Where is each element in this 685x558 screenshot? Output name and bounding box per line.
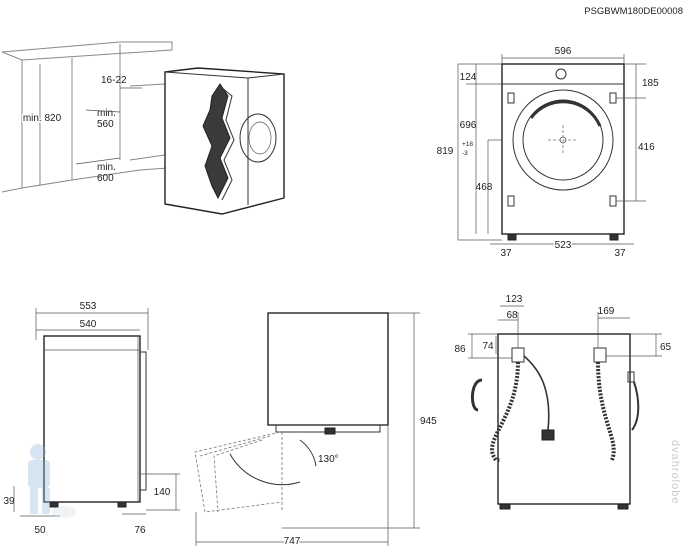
label-169: 169 bbox=[598, 306, 615, 317]
label-76: 76 bbox=[134, 525, 146, 536]
power-cable bbox=[631, 381, 640, 431]
back-view: 123 68 169 86 74 65 bbox=[454, 294, 672, 510]
drum-door-outer bbox=[239, 113, 277, 163]
bracket-bottom-left bbox=[507, 195, 515, 207]
label-foot-right-37: 37 bbox=[614, 248, 626, 259]
label-65: 65 bbox=[660, 342, 672, 353]
label-total-819: 819 bbox=[437, 146, 454, 157]
label-553: 553 bbox=[80, 301, 97, 312]
side-view: 553 540 140 76 39 50 bbox=[3, 301, 180, 536]
label-min-820: min. 820 bbox=[23, 113, 62, 124]
label-min-560-b: 560 bbox=[97, 119, 114, 130]
niche-bottom bbox=[21, 179, 73, 189]
foot-right bbox=[609, 233, 619, 241]
foot-left bbox=[507, 233, 517, 241]
door-outer bbox=[512, 89, 614, 191]
label-468: 468 bbox=[476, 182, 493, 193]
label-123: 123 bbox=[506, 294, 523, 305]
door-open-view: 130° 945 747 bbox=[194, 312, 437, 549]
label-185: 185 bbox=[642, 78, 659, 89]
torn-panel-shading bbox=[202, 83, 231, 200]
label-tolerance-minus: -3 bbox=[462, 150, 468, 157]
drain-hose bbox=[596, 361, 616, 461]
label-86: 86 bbox=[454, 344, 466, 355]
niche-floor bbox=[71, 167, 169, 181]
cable-to-plug bbox=[523, 355, 550, 431]
niche-view: min. 820 16-22 min. 560 min. 600 bbox=[1, 41, 285, 215]
label-width-596: 596 bbox=[555, 46, 572, 57]
watermark: dvahrolobe bbox=[669, 440, 681, 505]
label-gap-16-22: 16-22 bbox=[101, 75, 127, 86]
label-min-600-b: 600 bbox=[97, 173, 114, 184]
label-130-degrees: 130° bbox=[318, 454, 339, 465]
label-50: 50 bbox=[34, 525, 46, 536]
countertop bbox=[1, 41, 173, 61]
label-74: 74 bbox=[482, 341, 494, 352]
side-foot bbox=[117, 501, 127, 508]
product-code: PSGBWM180DE00008 bbox=[584, 6, 683, 17]
plumber-illustration bbox=[28, 444, 76, 518]
drum-door-inner bbox=[248, 121, 272, 155]
label-min-560-a: min. bbox=[97, 108, 116, 119]
label-tolerance-plus: +18 bbox=[462, 141, 473, 148]
label-68: 68 bbox=[506, 310, 518, 321]
dim-depth-line bbox=[85, 109, 121, 113]
door-inner bbox=[522, 99, 604, 181]
label-945: 945 bbox=[420, 416, 437, 427]
bracket-top-left bbox=[507, 92, 515, 104]
niche-left-wall bbox=[1, 60, 23, 193]
label-140: 140 bbox=[154, 487, 171, 498]
door-open-outline bbox=[194, 431, 283, 513]
label-min-600-a: min. bbox=[97, 162, 116, 173]
niche-right-wall bbox=[129, 83, 166, 161]
label-696: 696 bbox=[460, 120, 477, 131]
back-foot-left bbox=[499, 503, 511, 510]
door-handle bbox=[324, 427, 336, 435]
dim-width-line bbox=[75, 157, 121, 165]
door-angle-arc bbox=[229, 453, 301, 486]
side-foot-rear bbox=[49, 501, 59, 508]
label-foot-left-37: 37 bbox=[500, 248, 512, 259]
side-front-panel bbox=[140, 351, 147, 491]
program-knob bbox=[555, 68, 567, 80]
inlet-hose-end bbox=[471, 378, 483, 412]
label-747: 747 bbox=[284, 536, 301, 547]
label-416: 416 bbox=[638, 142, 655, 153]
back-body bbox=[497, 333, 631, 505]
torn-panel-edge bbox=[221, 87, 235, 201]
plug bbox=[541, 429, 555, 441]
power-connector bbox=[627, 371, 635, 383]
door-seal bbox=[529, 100, 602, 127]
top-body bbox=[267, 312, 389, 426]
label-540: 540 bbox=[80, 319, 97, 330]
front-view: 596 819 +18 -3 124 696 468 bbox=[437, 46, 659, 259]
label-top-124: 124 bbox=[460, 72, 477, 83]
back-foot-right bbox=[617, 503, 629, 510]
label-39: 39 bbox=[3, 496, 15, 507]
side-body bbox=[43, 335, 141, 503]
label-523: 523 bbox=[555, 240, 572, 251]
front-body bbox=[501, 63, 625, 235]
